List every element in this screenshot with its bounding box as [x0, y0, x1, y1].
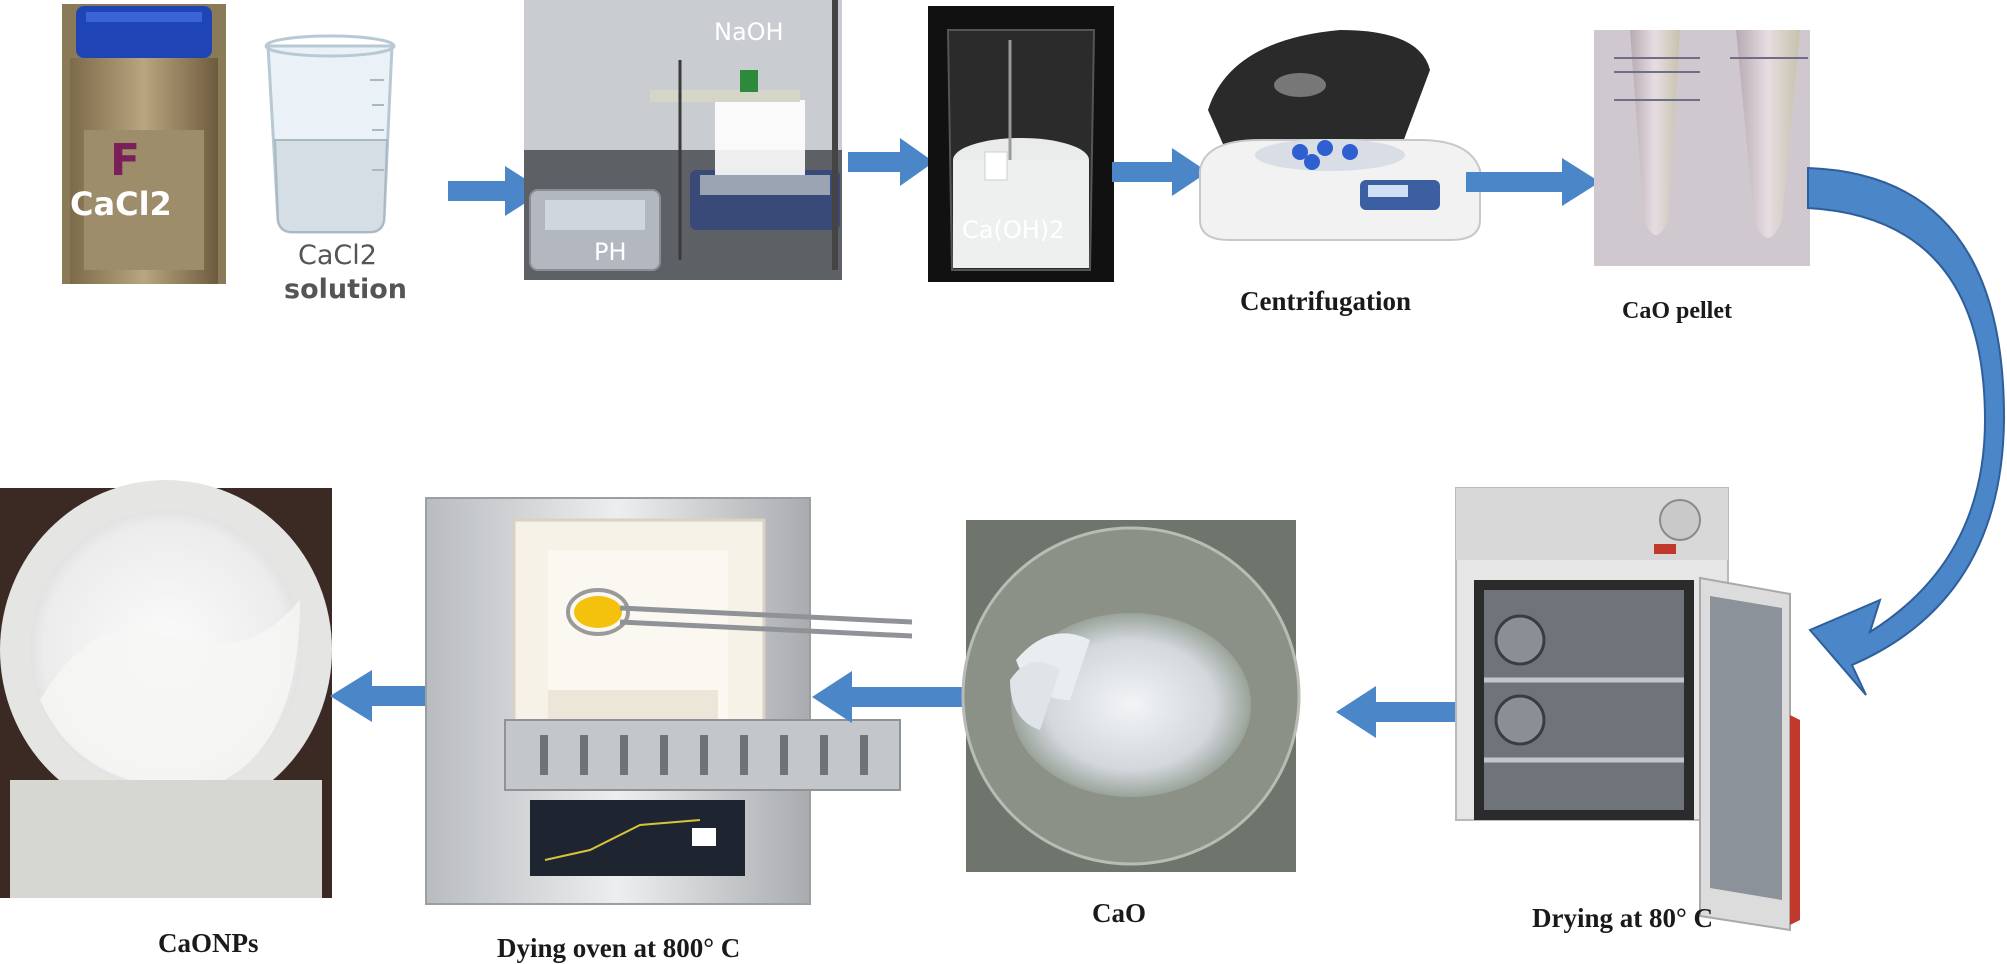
caoh2-beaker-photo: Ca(OH)2: [928, 6, 1114, 282]
naoh-label: NaOH: [714, 18, 784, 46]
centrifuge-photo: [1199, 30, 1481, 241]
curved-arrow-icon: [1807, 166, 2006, 696]
cao-pellet-label: CaO pellet: [1622, 298, 1732, 324]
arrow-right-icon: [1112, 148, 1208, 196]
caonps-label: CaONPs: [158, 928, 259, 958]
caoh2-label: Ca(OH)2: [962, 216, 1064, 244]
beaker-icon: [264, 34, 396, 234]
cacl2-solution-label-line2: solution: [284, 274, 407, 305]
cao-pellet-tubes-photo: [1594, 30, 1810, 266]
arrow-left-icon: [1336, 686, 1456, 738]
drying-oven-photo: [1455, 487, 1800, 932]
cao-powder-photo: [961, 520, 1301, 872]
arrow-right-icon: [1466, 158, 1600, 206]
drying-label: Drying at 80° C: [1532, 903, 1713, 933]
cacl2-bottle-photo: F CaCl2: [62, 4, 226, 284]
cacl2-bottle-label: CaCl2: [70, 185, 172, 223]
cacl2-solution-label-line1: CaCl2: [298, 240, 377, 271]
naoh-ph-setup-photo: NaOH PH: [524, 0, 842, 280]
arrow-left-icon: [812, 671, 966, 723]
arrow-left-icon: [330, 670, 440, 722]
cao-label: CaO: [1092, 898, 1146, 928]
ph-label: PH: [594, 238, 627, 266]
caonps-bowl-photo: [0, 480, 332, 898]
arrow-right-icon: [848, 138, 934, 186]
arrow-right-icon: [448, 166, 544, 216]
svg-text:F: F: [110, 135, 140, 186]
oven-label: Dying oven at 800° C: [497, 933, 740, 963]
centrifugation-label: Centrifugation: [1240, 286, 1411, 316]
muffle-furnace-photo: [425, 497, 913, 905]
